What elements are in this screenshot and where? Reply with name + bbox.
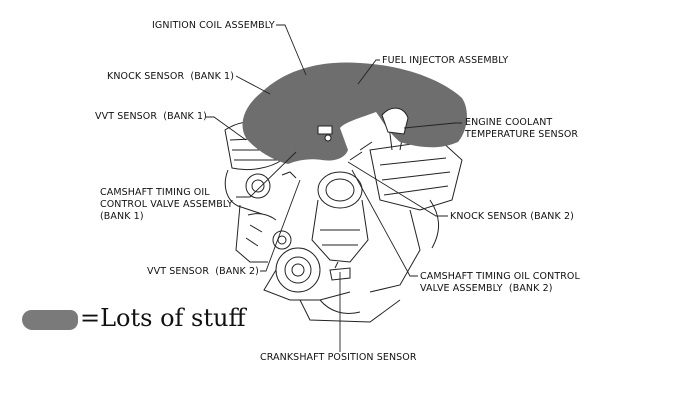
label-vvt-sensor-bank2: VVT SENSOR (BANK 2): [147, 266, 259, 277]
legend-swatch: [22, 310, 78, 330]
leader-coolant: [403, 122, 462, 129]
leader-knock-bank1: [235, 75, 271, 95]
label-knock-sensor-bank2: KNOCK SENSOR (BANK 2): [450, 211, 574, 222]
label-camshaft-valve-bank2: CAMSHAFT TIMING OIL CONTROL: [420, 271, 580, 282]
leader-vvt-bank1: [206, 116, 247, 141]
leader-ignition-coil: [276, 24, 307, 76]
label-vvt-sensor-bank1: VVT SENSOR (BANK 1): [95, 111, 207, 122]
leader-vvt-bank2: [260, 179, 301, 272]
blob-details: [317, 107, 409, 142]
label-engine-coolant: ENGINE COOLANT: [465, 117, 553, 128]
label-crankshaft-sensor: CRANKSHAFT POSITION SENSOR: [260, 352, 417, 363]
leader-lines: [206, 24, 462, 352]
label-knock-sensor-bank1: KNOCK SENSOR (BANK 1): [107, 71, 235, 82]
legend-text: =Lots of stuff: [80, 304, 246, 332]
label-camshaft-valve-bank2-line2: VALVE ASSEMBLY (BANK 2): [420, 283, 553, 294]
label-camshaft-valve-bank1: CAMSHAFT TIMING OIL: [100, 187, 210, 198]
label-ignition-coil: IGNITION COIL ASSEMBLY: [152, 20, 275, 31]
leader-camshaft-bank2: [351, 169, 418, 277]
stuff-blob: [242, 62, 467, 165]
leader-knock-bank2: [347, 161, 448, 217]
leader-camshaft-bank1: [236, 151, 297, 198]
label-engine-coolant-line2: TEMPERATURE SENSOR: [465, 129, 579, 140]
label-fuel-injector: FUEL INJECTOR ASSEMBLY: [382, 55, 509, 66]
leader-fuel-injector: [357, 59, 380, 85]
label-camshaft-valve-bank1-line2: CONTROL VALVE ASSEMBLY: [100, 199, 233, 210]
label-camshaft-valve-bank1-line3: (BANK 1): [100, 211, 144, 222]
